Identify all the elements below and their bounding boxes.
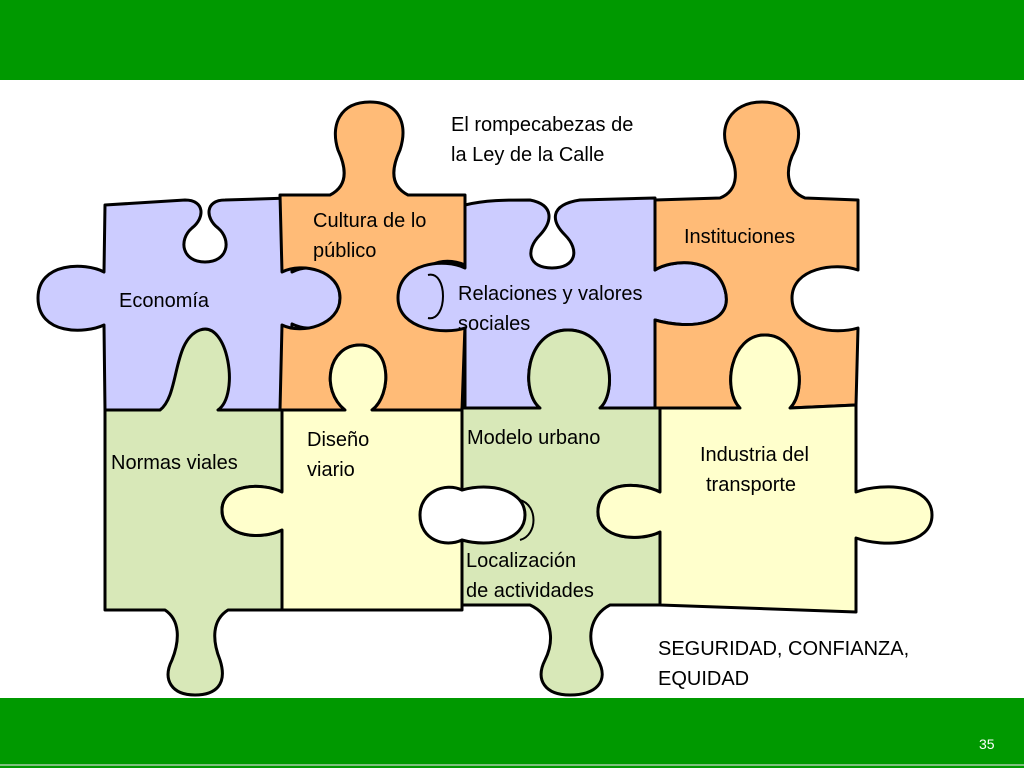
label-cultura-line2: público: [313, 240, 377, 262]
label-normas: Normas viales: [111, 452, 238, 474]
label-economia: Economía: [119, 290, 210, 312]
puzzle-piece-instituciones: [653, 100, 860, 410]
label-instituciones: Instituciones: [684, 226, 796, 248]
label-relaciones-line2: sociales: [458, 313, 531, 335]
page-number: 35: [979, 736, 995, 752]
label-cultura-line1: Cultura de lo: [313, 210, 427, 232]
label-localizacion-line1: Localización: [466, 550, 577, 572]
header-band: [0, 0, 1024, 80]
diagram-title-line2: la Ley de la Calle: [451, 144, 605, 166]
label-diseno-line1: Diseño: [307, 429, 370, 451]
footer-text-line1: SEGURIDAD, CONFIANZA,: [658, 638, 910, 660]
footer-band: [0, 698, 1024, 768]
label-diseno-line2: viario: [307, 459, 355, 481]
overlap-arc: [427, 273, 444, 320]
label-localizacion-line2: de actividades: [466, 580, 594, 602]
footer-text-line2: EQUIDAD: [658, 668, 750, 690]
label-relaciones-line1: Relaciones y valores: [458, 283, 643, 305]
label-industria-line2: transporte: [706, 474, 797, 496]
footer-divider: [0, 764, 1024, 766]
diagram-title-line1: El rompecabezas de: [451, 114, 634, 136]
puzzle-piece-modelo: [460, 328, 662, 697]
label-modelo: Modelo urbano: [467, 427, 601, 449]
puzzle-piece-industria: [596, 333, 934, 614]
label-industria-line1: Industria del: [700, 444, 809, 466]
puzzle-piece-diseno: [220, 343, 464, 612]
overlap-arc: [519, 499, 535, 541]
